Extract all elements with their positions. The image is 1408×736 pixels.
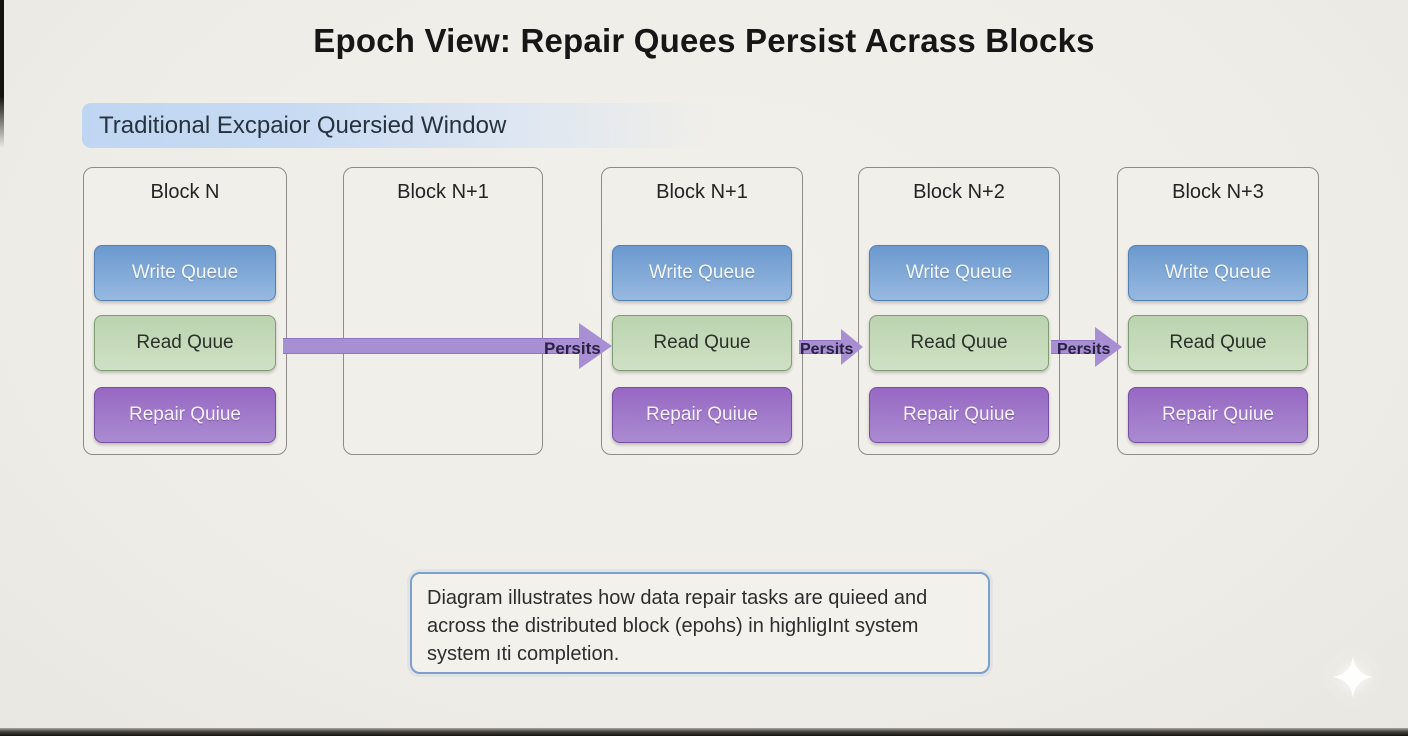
block-n1-write-queue: Write Queue bbox=[612, 245, 792, 301]
block-n1-empty: Block N+1 bbox=[343, 167, 543, 455]
block-n3-repair-queue: Repair Quiue bbox=[1128, 387, 1308, 443]
page-title: Epoch View: Repair Quees Persist Acrass … bbox=[313, 22, 1095, 59]
persist-arrow-3 bbox=[1051, 340, 1095, 354]
block-n3-read-queue: Read Quue bbox=[1128, 315, 1308, 371]
block-n-read-queue: Read Quue bbox=[94, 315, 276, 371]
persist-arrow-2-head-icon bbox=[841, 329, 863, 365]
block-n3-header: Block N+3 bbox=[1172, 181, 1264, 203]
block-n2-read-queue: Read Quue bbox=[869, 315, 1049, 371]
block-n2-header: Block N+2 bbox=[913, 181, 1005, 203]
block-n1-read-queue: Read Quue bbox=[612, 315, 792, 371]
block-n-write-queue: Write Queue bbox=[94, 245, 276, 301]
block-n2: Block N+2 Write Queue Read Quue Repair Q… bbox=[858, 167, 1060, 455]
caption-line-1: Diagram illustrates how data repair task… bbox=[427, 587, 928, 609]
persist-arrow-1-head-icon bbox=[579, 323, 612, 369]
caption-line-2: across the distributed block (epohs) in … bbox=[427, 615, 919, 637]
block-n1-repair-queue: Repair Quiue bbox=[612, 387, 792, 443]
block-n-repair-queue: Repair Quiue bbox=[94, 387, 276, 443]
block-n1: Block N+1 Write Queue Read Quue Repair Q… bbox=[601, 167, 803, 455]
sparkle-icon bbox=[1332, 656, 1374, 698]
block-n2-repair-queue: Repair Quiue bbox=[869, 387, 1049, 443]
caption-line-3: system ıti completion. bbox=[427, 643, 620, 665]
persist-arrow-2 bbox=[799, 340, 841, 354]
block-n1-header: Block N+1 bbox=[656, 181, 748, 203]
block-n-header: Block N bbox=[150, 181, 220, 203]
persist-arrow-1-label: Persits bbox=[544, 339, 601, 358]
block-n2-write-queue: Write Queue bbox=[869, 245, 1049, 301]
block-n: Block N Write Queue Read Quue Repair Qui… bbox=[83, 167, 287, 455]
persist-arrow-3-head-icon bbox=[1095, 327, 1122, 367]
section-banner-label: Traditional Excpaior Quersied Window bbox=[99, 111, 507, 139]
left-edge-artifact bbox=[0, 0, 4, 148]
persist-arrow-2-label: Persits bbox=[800, 341, 854, 358]
block-n3-write-queue: Write Queue bbox=[1128, 245, 1308, 301]
block-n3: Block N+3 Write Queue Read Quue Repair Q… bbox=[1117, 167, 1319, 455]
bottom-edge-bar bbox=[0, 728, 1408, 736]
caption-box: Diagram illustrates how data repair task… bbox=[410, 572, 990, 674]
section-banner: Traditional Excpaior Quersied Window bbox=[82, 103, 742, 148]
persist-arrow-3-label: Persits bbox=[1057, 341, 1111, 358]
persist-arrow-1 bbox=[283, 338, 579, 354]
block-n1-empty-header: Block N+1 bbox=[397, 181, 489, 203]
